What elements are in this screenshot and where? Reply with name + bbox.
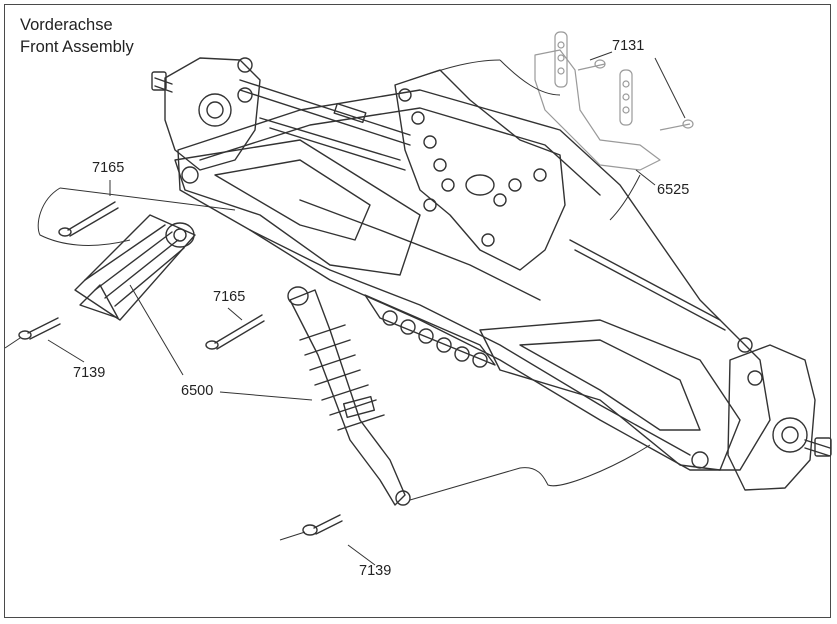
body-mount-6525 bbox=[534, 31, 694, 171]
screw-7139-left bbox=[18, 317, 61, 340]
leader-lines bbox=[4, 51, 686, 566]
screw-7139-bottom bbox=[302, 514, 343, 536]
screw-7165-middle bbox=[205, 314, 265, 350]
right-hub bbox=[727, 337, 832, 491]
title-english: Front Assembly bbox=[20, 38, 134, 56]
label-6500: 6500 bbox=[181, 383, 214, 399]
shock-middle bbox=[287, 286, 411, 506]
shock-tower bbox=[394, 69, 566, 271]
lower-arm-left bbox=[174, 139, 421, 276]
chassis-body bbox=[177, 89, 771, 471]
title-german: Vorderachse bbox=[20, 16, 113, 34]
label-7139-bottom: 7139 bbox=[359, 563, 392, 579]
label-7139-left: 7139 bbox=[73, 365, 106, 381]
pivot-blocks bbox=[364, 294, 496, 368]
label-6525: 6525 bbox=[657, 182, 690, 198]
diagram-title: Vorderachse Front Assembly bbox=[20, 14, 134, 58]
screw-7165-top bbox=[58, 201, 119, 237]
label-7165-middle: 7165 bbox=[213, 289, 246, 305]
label-7165-top: 7165 bbox=[92, 160, 125, 176]
shock-left bbox=[74, 214, 196, 321]
diagram-frame bbox=[4, 4, 831, 618]
label-7131: 7131 bbox=[612, 38, 645, 54]
left-hub bbox=[151, 57, 261, 171]
lower-arm-right bbox=[479, 319, 741, 471]
steering-rods bbox=[239, 79, 726, 331]
